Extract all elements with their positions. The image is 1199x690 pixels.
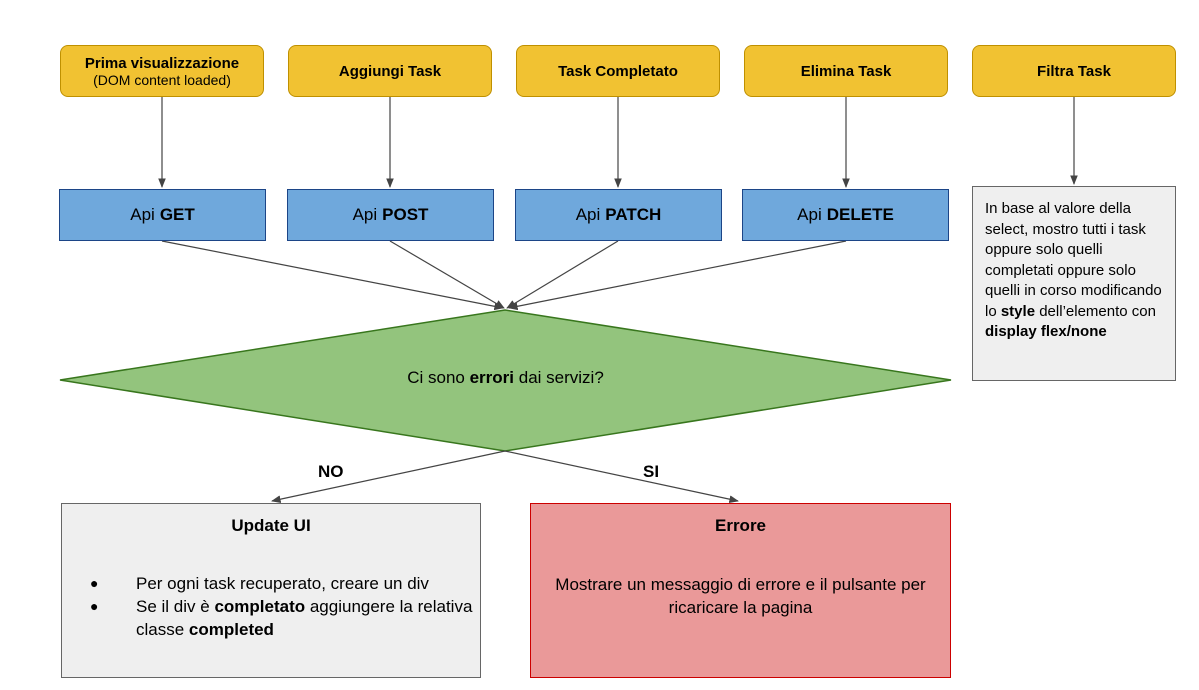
api-post-method: POST — [382, 205, 429, 224]
decision-diamond — [59, 309, 952, 452]
update-ui-item-2-bold: completato — [214, 597, 306, 616]
filter-note: In base al valore della select, mostro t… — [972, 186, 1176, 381]
api-patch-box: Api PATCH — [515, 189, 722, 241]
error-description: Mostrare un messaggio di errore e il pul… — [555, 575, 926, 617]
update-ui-item-2-middle: aggiungere la relativa classe — [136, 597, 473, 639]
api-get-box: Api GET — [59, 189, 266, 241]
list-item: ● Per ogni task recuperato, creare un di… — [90, 572, 480, 595]
event-task-completed: Task Completato — [516, 45, 720, 97]
update-ui-item-1: Per ogni task recuperato, creare un div — [136, 574, 429, 593]
api-patch-prefix: Api — [575, 205, 601, 224]
event-filter-task-label: Filtra Task — [1037, 62, 1111, 80]
event-delete-task: Elimina Task — [744, 45, 948, 97]
error-box: Errore Mostrare un messaggio di errore e… — [530, 503, 951, 678]
arrow-patch-to-decision — [506, 240, 619, 309]
event-task-completed-label: Task Completato — [558, 62, 678, 80]
api-delete-prefix: Api — [797, 205, 822, 224]
update-ui-item-2-before: Se il div è — [136, 597, 215, 616]
decision-text-before: Ci sono — [407, 368, 470, 387]
event-add-task: Aggiungi Task — [288, 45, 492, 97]
api-post-prefix: Api — [352, 205, 378, 224]
filter-note-text-1: In base al valore della select, mostro t… — [985, 200, 1162, 320]
branch-label-yes: SI — [643, 462, 660, 481]
arrow-post-to-decision — [389, 240, 505, 309]
filter-note-text-2: dell’elemento con — [1035, 302, 1156, 320]
event-add-task-label: Aggiungi Task — [338, 62, 442, 80]
api-get-prefix: Api — [130, 205, 155, 224]
update-ui-box: Update UI ● Per ogni task recuperato, cr… — [61, 503, 481, 678]
update-ui-item-2-bold-2: completed — [188, 620, 274, 639]
error-title: Errore — [714, 516, 767, 535]
arrow-no-to-update-ui — [271, 450, 506, 503]
filter-note-bold-style: style — [1000, 302, 1036, 320]
decision-question: Ci sono errori dai servizi? — [60, 368, 951, 388]
update-ui-title: Update UI — [231, 516, 311, 535]
event-first-view-title: Prima visualizzazione — [84, 54, 240, 72]
api-delete-box: Api DELETE — [742, 189, 949, 241]
api-patch-method: PATCH — [605, 205, 662, 224]
branch-label-no: NO — [318, 462, 344, 481]
api-post-box: Api POST — [287, 189, 494, 241]
list-item: ● Se il div è completato aggiungere la r… — [90, 595, 480, 641]
event-delete-task-label: Elimina Task — [800, 62, 892, 80]
arrow-delete-api-to-decision — [508, 240, 847, 311]
api-delete-method: DELETE — [826, 205, 894, 224]
update-ui-item-2: Se il div è completato aggiungere la rel… — [136, 595, 480, 641]
api-get-method: GET — [159, 205, 195, 224]
arrow-get-to-decision — [161, 240, 504, 311]
bullet-icon: ● — [90, 598, 99, 614]
event-first-view: Prima visualizzazione (DOM content loade… — [60, 45, 264, 97]
update-ui-list: ● Per ogni task recuperato, creare un di… — [62, 572, 480, 641]
decision-text-after: dai servizi? — [514, 368, 604, 387]
arrow-yes-to-error — [504, 450, 739, 503]
decision-text-bold: errori — [469, 368, 515, 387]
event-filter-task: Filtra Task — [972, 45, 1176, 97]
filter-note-bold-display: display flex/none — [985, 323, 1107, 340]
bullet-icon: ● — [90, 575, 99, 591]
event-first-view-subtitle: (DOM content loaded) — [93, 71, 231, 88]
